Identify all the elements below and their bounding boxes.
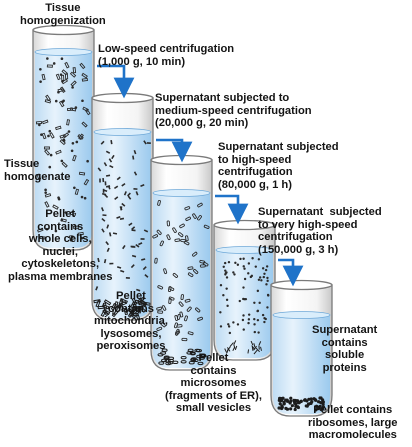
tube-4-liquid bbox=[216, 250, 273, 358]
tube-2 bbox=[91, 92, 154, 321]
tube-4-particles bbox=[219, 257, 270, 355]
supernatant-label: Supernatant contains soluble proteins bbox=[312, 324, 378, 374]
tube-2-liquid bbox=[94, 132, 151, 318]
step-2-label: Supernatant subjected to medium-speed ce… bbox=[155, 92, 312, 130]
arrow-4 bbox=[278, 258, 304, 287]
arrow-1 bbox=[97, 64, 135, 99]
pellet-2-label: Pellet contains mitochondria, lysosomes,… bbox=[94, 290, 168, 353]
pellet-4-label: Pellet contains ribosomes, large macromo… bbox=[308, 404, 398, 442]
tube-1-homogenate-particles bbox=[35, 57, 91, 242]
pellet-1-label: Pellet contains whole cells, nuclei, cyt… bbox=[8, 208, 113, 283]
tube-2-particles bbox=[93, 140, 151, 321]
arrow-2 bbox=[156, 138, 193, 163]
transfer-arrows bbox=[97, 64, 304, 287]
title-label: Tissue homogenization bbox=[20, 2, 106, 27]
arrow-3 bbox=[215, 194, 249, 225]
tube-1 bbox=[32, 24, 95, 251]
tube-5-pellet bbox=[277, 396, 326, 412]
tube-3-particles bbox=[152, 199, 210, 366]
pellet-3-label: Pellet contains microsomes (fragments of… bbox=[165, 352, 262, 415]
tube-4 bbox=[213, 219, 276, 361]
tissue-homogenate-label: Tissue homogenate bbox=[4, 158, 71, 183]
tube-5 bbox=[270, 279, 333, 417]
step-1-label: Low-speed centrifugation (1,000 g, 10 mi… bbox=[98, 43, 235, 68]
tube-5-liquid bbox=[273, 315, 330, 414]
step-4-label: Supernatant subjected to very high-speed… bbox=[258, 206, 382, 256]
step-3-label: Supernatant subjected to high-speed cent… bbox=[218, 141, 339, 191]
